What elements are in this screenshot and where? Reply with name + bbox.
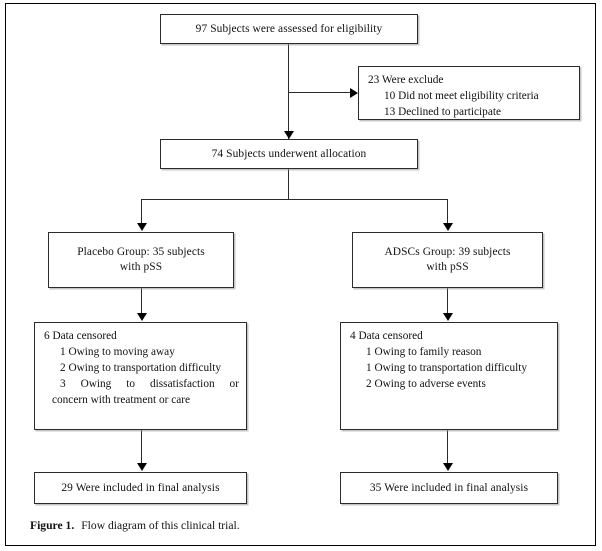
node-adscs-line1: ADSCs Group: 39 subjects xyxy=(384,246,511,258)
connector-censored-to-final-left xyxy=(141,430,143,465)
node-were-excluded: 23 Were exclude 10 Did not meet eligibil… xyxy=(358,66,580,120)
node-censored-left-item-2-p2: to xyxy=(126,378,136,390)
connector-adscs-to-censored xyxy=(447,288,449,315)
node-censored-left-item-2-p3: dissatisfaction xyxy=(149,378,215,390)
connector-placebo-to-censored xyxy=(141,288,143,315)
figure-caption: Figure 1. Flow diagram of this clinical t… xyxy=(30,518,240,534)
node-censored-left-item-0: 1 Owing to moving away xyxy=(60,346,175,358)
connector-split-right xyxy=(447,199,449,225)
figure-caption-text: Flow diagram of this clinical trial. xyxy=(81,519,240,532)
arrow-to-excluded xyxy=(350,88,358,98)
node-assessed-for-eligibility: 97 Subjects were assessed for eligibilit… xyxy=(160,14,418,44)
node-data-censored-adscs: 4 Data censored 1 Owing to family reason… xyxy=(340,322,558,430)
node-censored-right-head: 4 Data censored xyxy=(350,330,423,342)
node-adscs-group: ADSCs Group: 39 subjects with pSS xyxy=(352,232,543,288)
connector-allocation-split xyxy=(141,199,448,201)
node-placebo-line2: with pSS xyxy=(119,261,163,273)
node-censored-left-item-2-p4: or xyxy=(229,378,239,390)
connector-allocation-trunk xyxy=(288,169,290,200)
node-censored-left-head: 6 Data censored xyxy=(44,330,117,342)
node-censored-right-item-1: 1 Owing to transportation difficulty xyxy=(366,362,528,374)
arrow-to-allocation xyxy=(284,131,294,139)
node-adscs-line2: with pSS xyxy=(426,261,469,273)
node-censored-left-item-2-num: 3 xyxy=(60,378,66,390)
figure-caption-label: Figure 1. xyxy=(30,519,75,532)
node-placebo-line1: Placebo Group: 35 subjects xyxy=(77,246,205,258)
connector-split-left xyxy=(141,199,143,225)
node-censored-left-item-2-line2: concern with treatment or care xyxy=(52,394,191,406)
node-underwent-allocation: 74 Subjects underwent allocation xyxy=(160,139,418,169)
node-placebo-group: Placebo Group: 35 subjects with pSS xyxy=(48,232,234,288)
node-censored-right-item-2: 2 Owing to adverse events xyxy=(366,378,486,390)
arrow-to-final-right xyxy=(443,463,453,471)
node-excluded-head: 23 Were exclude xyxy=(368,74,444,86)
node-assessed-label: 97 Subjects were assessed for eligibilit… xyxy=(195,22,383,35)
node-censored-left-item-2: 3 Owing to dissatisfaction or concern wi… xyxy=(44,376,239,408)
node-excluded-item-0: 10 Did not meet eligibility criteria xyxy=(384,90,539,102)
arrow-to-censored-right xyxy=(443,313,453,321)
node-final-analysis-placebo: 29 Were included in final analysis xyxy=(34,472,247,504)
node-censored-right-item-0: 1 Owing to family reason xyxy=(366,346,482,358)
node-final-left-label: 29 Were included in final analysis xyxy=(61,481,220,494)
node-allocation-label: 74 Subjects underwent allocation xyxy=(211,147,367,160)
arrow-to-placebo-group xyxy=(137,223,147,231)
connector-assessed-to-excluded xyxy=(288,92,351,94)
node-data-censored-placebo: 6 Data censored 1 Owing to moving away 2… xyxy=(34,322,247,430)
figure-border xyxy=(5,3,596,546)
node-censored-left-item-1: 2 Owing to transportation difficulty xyxy=(60,362,222,374)
arrow-to-censored-left xyxy=(137,313,147,321)
node-final-analysis-adscs: 35 Were included in final analysis xyxy=(340,472,558,504)
arrow-to-final-left xyxy=(137,463,147,471)
arrow-to-adscs-group xyxy=(443,223,453,231)
connector-censored-to-final-right xyxy=(447,430,449,465)
node-excluded-item-1: 13 Declined to participate xyxy=(384,106,502,118)
node-censored-left-item-2-p1: Owing xyxy=(80,378,112,390)
node-final-right-label: 35 Were included in final analysis xyxy=(369,481,529,494)
